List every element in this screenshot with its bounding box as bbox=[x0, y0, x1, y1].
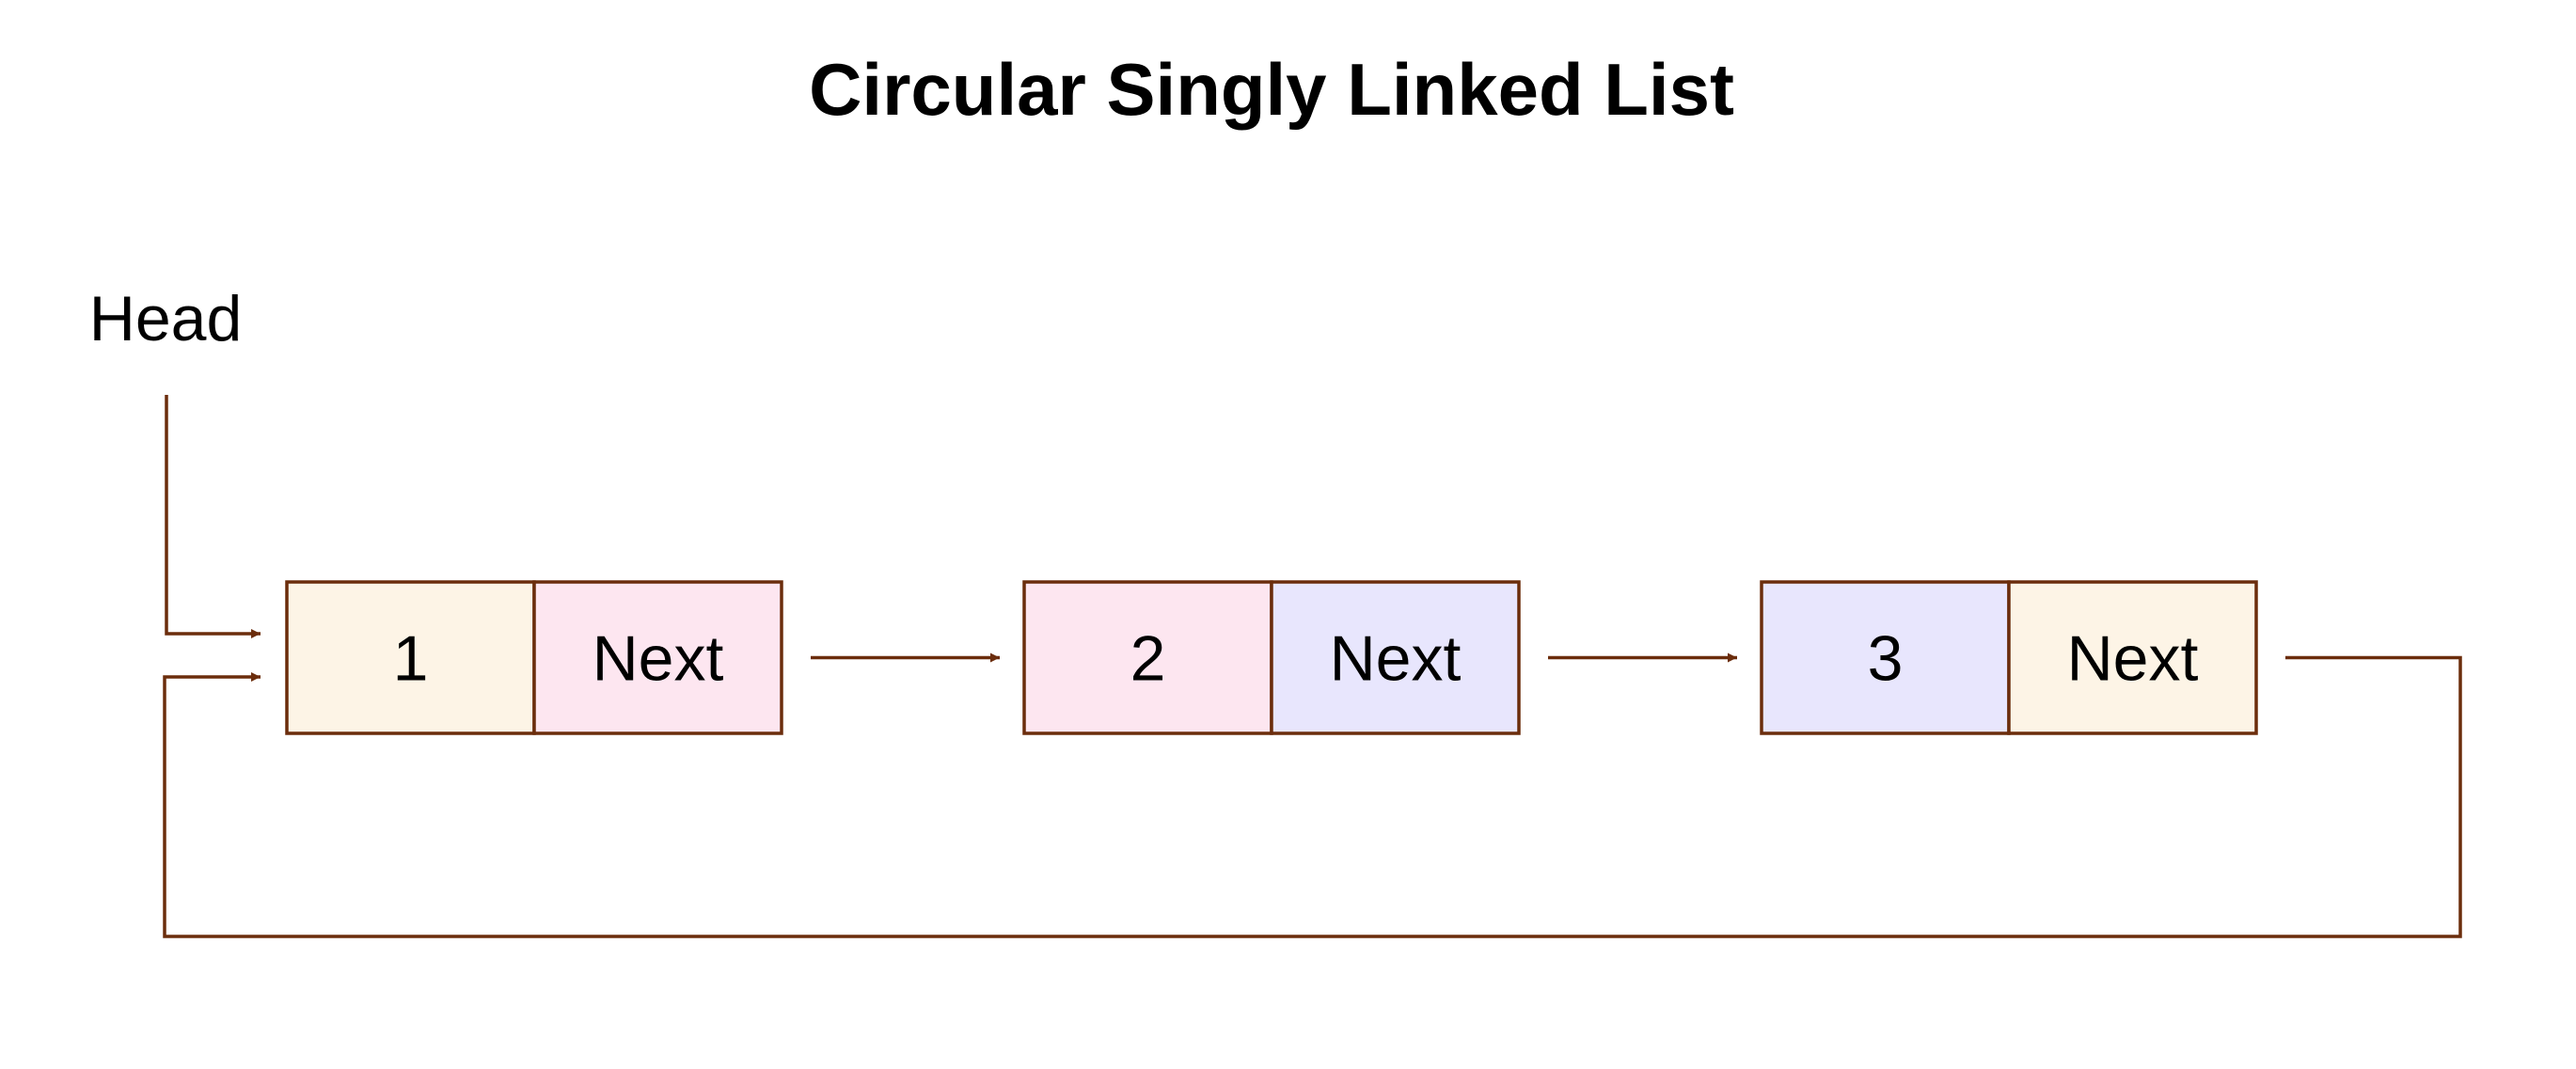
nodes-layer: 1 Next 2 Next 3 Next bbox=[285, 580, 2258, 735]
node-3-next-text: Next bbox=[2067, 623, 2199, 695]
list-node-3: 3 Next bbox=[1760, 580, 2258, 735]
node-3-value-cell bbox=[1760, 580, 2011, 735]
node-2-value-text: 2 bbox=[1130, 623, 1166, 695]
node-1-value-text: 1 bbox=[393, 623, 429, 695]
node-2-next-text: Next bbox=[1330, 623, 1462, 695]
node-1-next-cell bbox=[532, 580, 783, 735]
node-1-next-text: Next bbox=[593, 623, 724, 695]
node-3-next-cell bbox=[2007, 580, 2258, 735]
list-node-1: 1 Next bbox=[285, 580, 783, 735]
node-1-value-cell bbox=[285, 580, 536, 735]
node-3-value-text: 3 bbox=[1868, 623, 1904, 695]
wires-layer bbox=[163, 395, 2462, 938]
diagram-title: Circular Singly Linked List bbox=[809, 48, 1734, 131]
list-node-2: 2 Next bbox=[1022, 580, 1521, 735]
head-pointer-arrow bbox=[165, 395, 261, 638]
head-label: Head bbox=[89, 283, 243, 354]
circular-return-arrow bbox=[163, 655, 2462, 938]
node-2-value-cell bbox=[1022, 580, 1273, 735]
node-2-next-cell bbox=[1270, 580, 1521, 735]
